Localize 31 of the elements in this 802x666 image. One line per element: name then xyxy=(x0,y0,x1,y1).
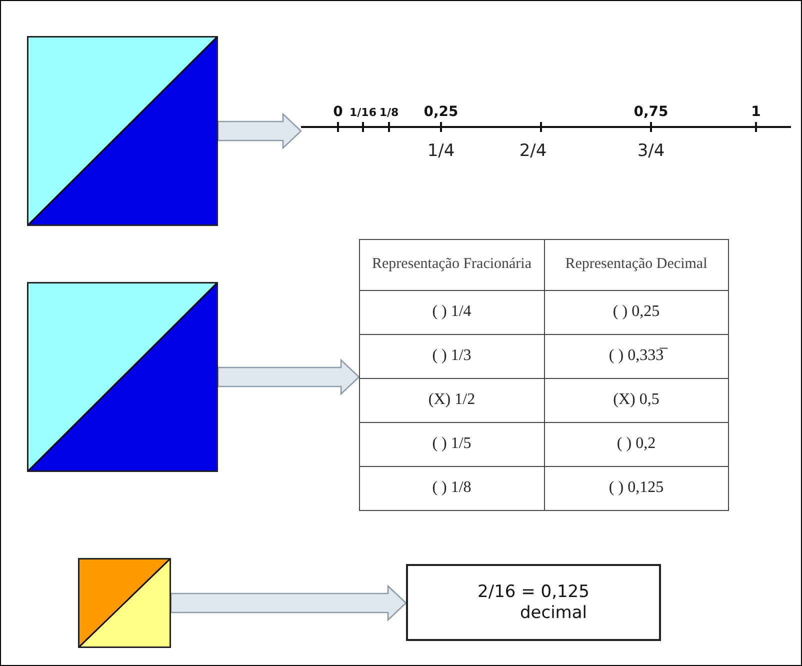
table-cell: (X) 1/2 xyxy=(360,378,544,422)
handwritten-fraction: 3/4 xyxy=(637,143,665,160)
table-cell: ( ) 0,25 xyxy=(544,290,728,334)
table-cell: ( ) 1/4 xyxy=(360,290,544,334)
fraction-decimal-table xyxy=(359,239,729,511)
tick-label: 1/16 xyxy=(350,107,376,118)
block-arrow xyxy=(170,584,407,622)
block-arrow xyxy=(217,358,360,396)
block-arrow xyxy=(217,112,302,150)
tick-label: 0 xyxy=(333,105,343,119)
column-header: Representação Fracionária xyxy=(360,240,544,290)
table-cell: ( ) 0,125 xyxy=(544,466,728,510)
tick-label: 0,75 xyxy=(634,105,668,119)
handwritten-fraction: 2/4 xyxy=(519,143,547,160)
split-square-drawing xyxy=(27,282,218,472)
table-cell: ( ) 0,333̅ xyxy=(544,334,728,378)
split-square-drawing xyxy=(27,36,218,226)
table-cell: ( ) 1/8 xyxy=(360,466,544,510)
table-cell: (X) 0,5 xyxy=(544,378,728,422)
handwritten-text: 2/16 = 0,125 xyxy=(478,582,590,602)
column-header: Representação Decimal xyxy=(544,240,728,290)
handwritten-note-box xyxy=(406,564,661,641)
tick-label: 1/8 xyxy=(379,107,399,118)
tick-label: 0,25 xyxy=(424,105,458,119)
split-square-drawing xyxy=(78,558,171,648)
table-cell: ( ) 1/5 xyxy=(360,422,544,466)
tick-label: 1 xyxy=(751,105,761,119)
handwritten-text: decimal xyxy=(520,602,588,623)
table-cell: ( ) 0,2 xyxy=(544,422,728,466)
table-cell: ( ) 1/3 xyxy=(360,334,544,378)
handwritten-fraction: 1/4 xyxy=(427,143,455,160)
